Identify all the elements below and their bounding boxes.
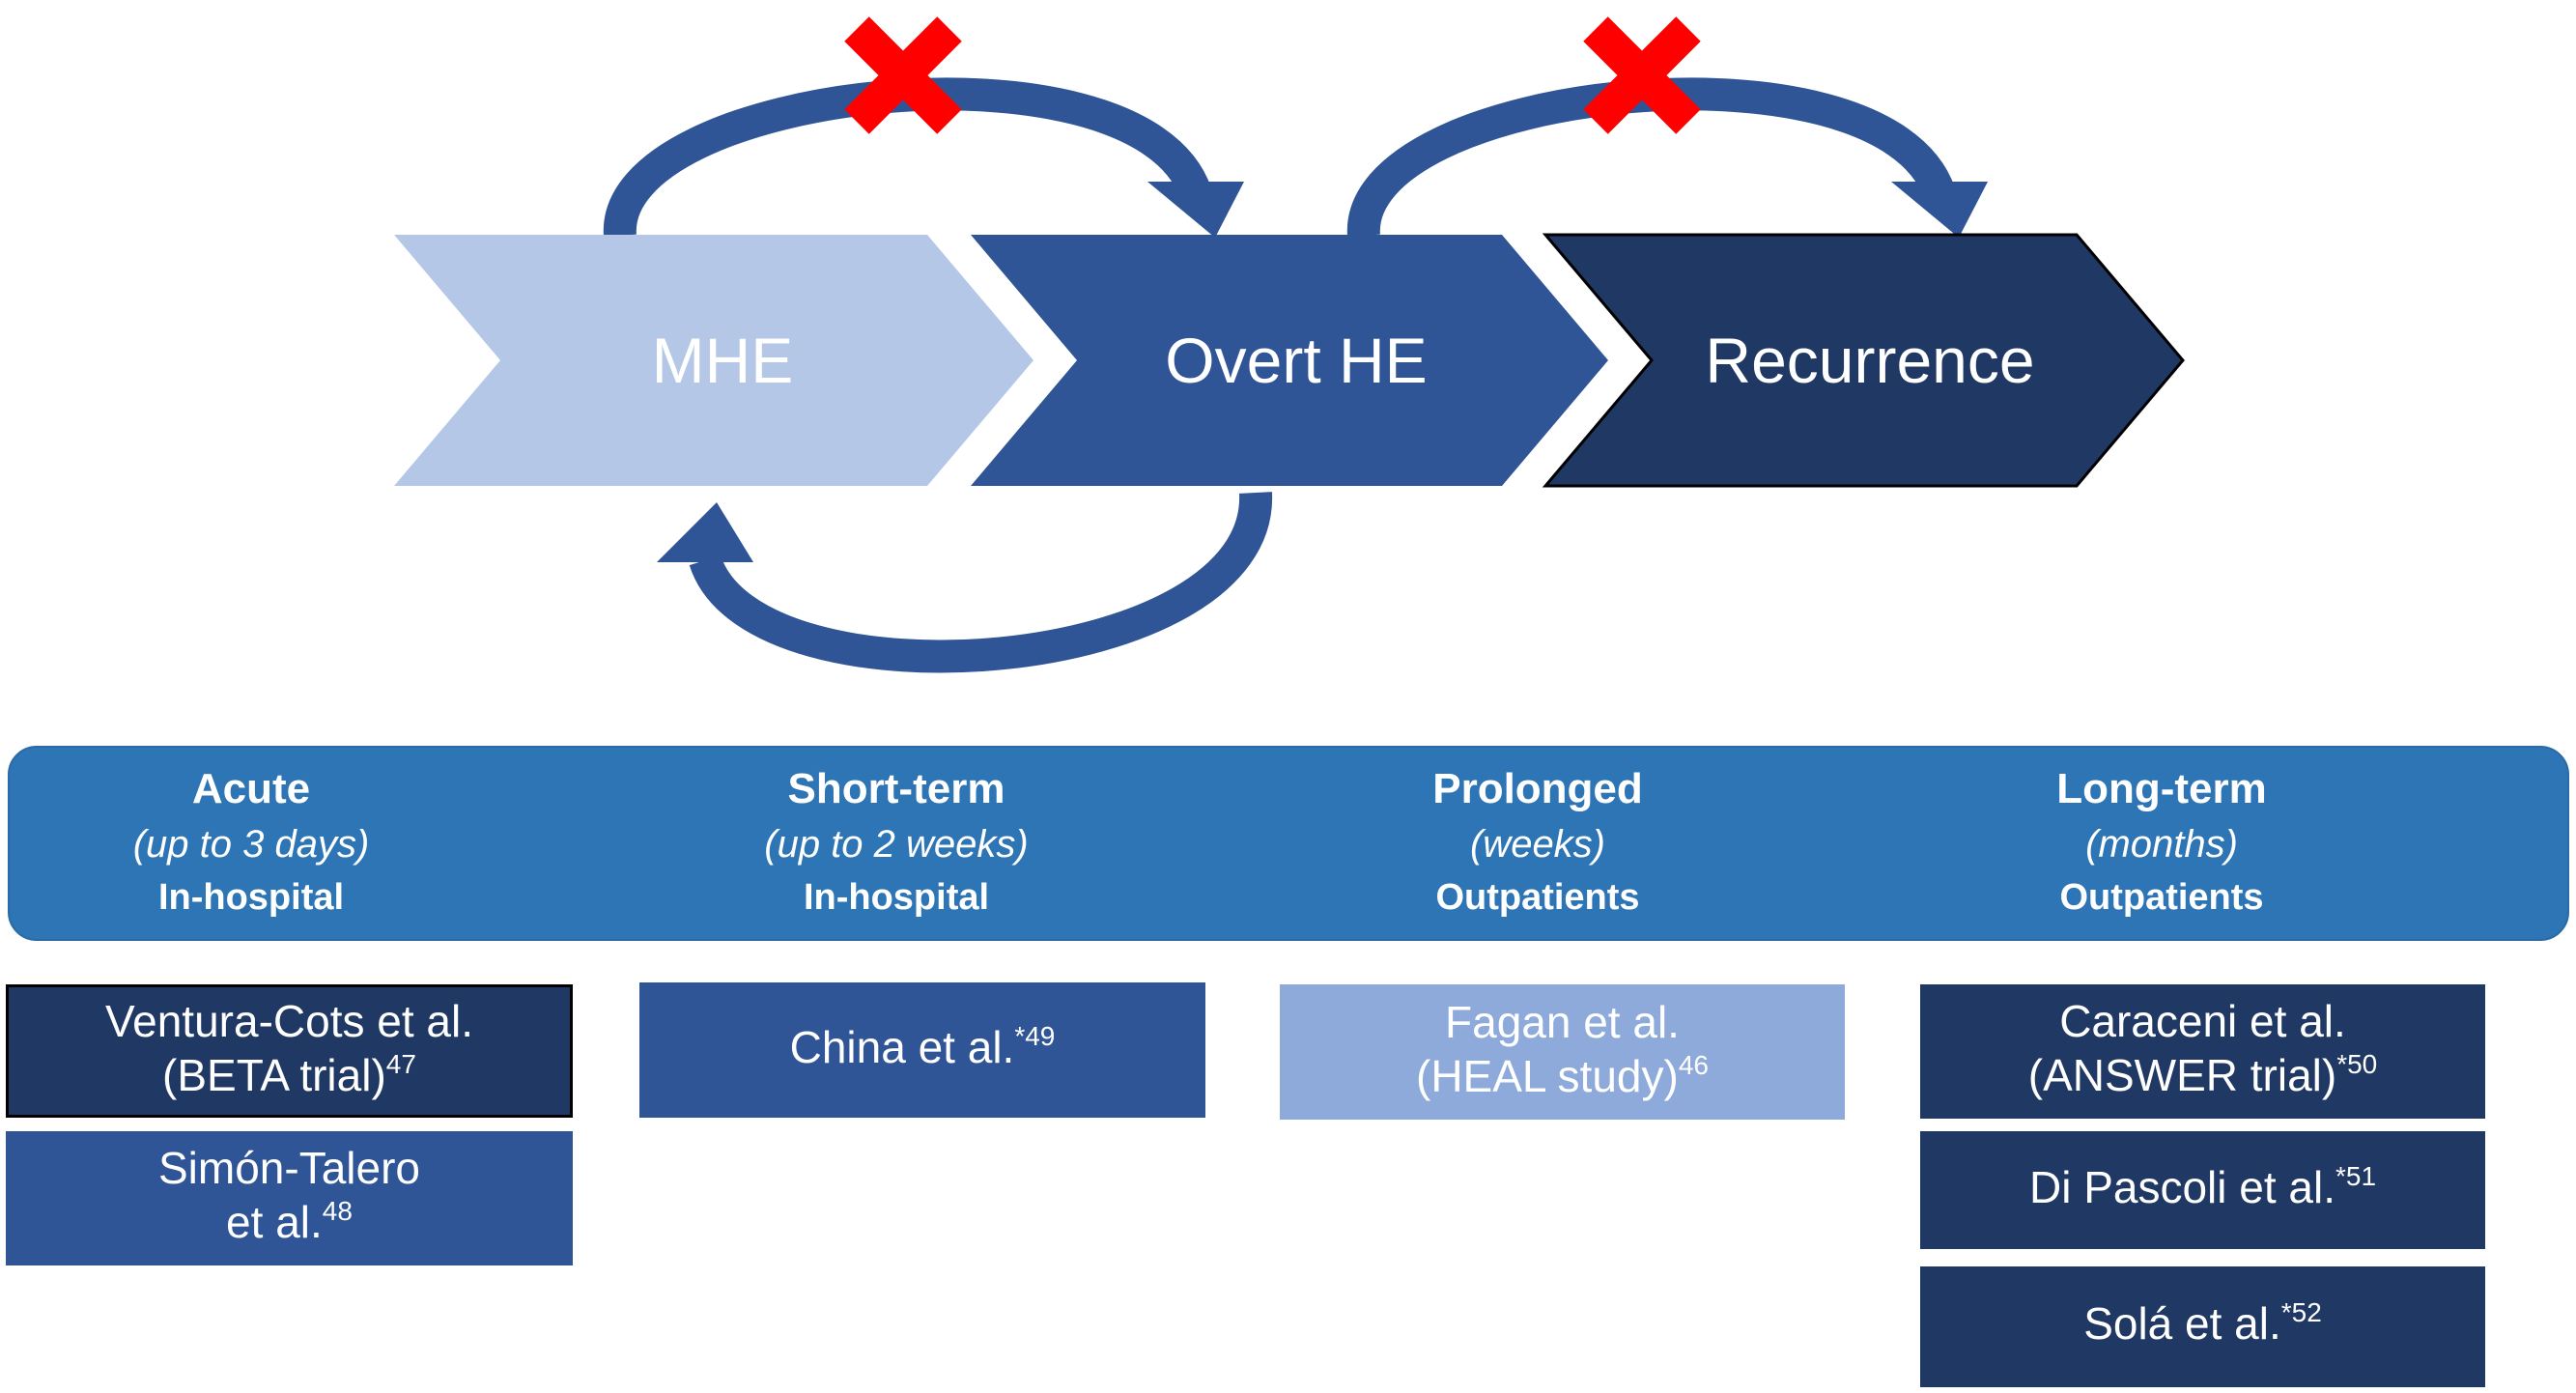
stage-label-mhe: MHE: [652, 325, 794, 396]
red-x-icon: [1583, 16, 1701, 134]
phase-setting: In-hospital: [803, 877, 990, 918]
study-authors: Fagan et al.: [1445, 996, 1680, 1047]
study-authors: Solá et al.: [2083, 1298, 2281, 1349]
study-box-ventura-cots: Ventura-Cots et al. (BETA trial)47: [6, 984, 573, 1118]
phase-title: Prolonged: [1432, 765, 1643, 812]
study-box-fagan: Fagan et al. (HEAL study)46: [1280, 984, 1845, 1120]
study-box-di-pascoli: Di Pascoli et al.*51: [1920, 1131, 2485, 1249]
study-authors: Simón-Talero: [158, 1143, 420, 1193]
phase-title: Acute: [191, 765, 311, 812]
study-trial: (BETA trial): [162, 1049, 386, 1100]
phase-duration: (up to 2 weeks): [764, 823, 1029, 866]
phase-title: Short-term: [787, 765, 1005, 812]
study-authors: Caraceni et al.: [2059, 996, 2346, 1046]
study-box-china: China et al.*49: [639, 982, 1205, 1118]
study-authors-cont: et al.: [226, 1197, 323, 1247]
phase-prolonged: Prolonged (weeks) Outpatients: [1287, 761, 1789, 924]
chevron-recurrence: [1542, 233, 2185, 488]
study-trial: (HEAL study): [1416, 1050, 1679, 1101]
study-reference: *50: [2336, 1049, 2378, 1079]
study-box-sola: Solá et al.*52: [1920, 1266, 2485, 1387]
phase-short-term: Short-term (up to 2 weeks) In-hospital: [645, 761, 1147, 924]
phase-setting: Outpatients: [2059, 877, 2264, 918]
study-reference: *49: [1014, 1020, 1056, 1051]
study-box-caraceni: Caraceni et al. (ANSWER trial)*50: [1920, 984, 2485, 1119]
study-trial: (ANSWER trial): [2027, 1050, 2337, 1100]
phase-setting: In-hospital: [157, 877, 345, 918]
phase-band: [8, 746, 2569, 941]
chevron-mhe: [394, 235, 1033, 486]
red-x-icon: [844, 16, 962, 134]
study-reference: 47: [385, 1048, 416, 1079]
study-box-simon-talero: Simón-Talero et al.48: [6, 1131, 573, 1265]
phase-title: Long-term: [2056, 765, 2267, 812]
stage-label-overt-he: Overt HE: [1165, 325, 1427, 396]
study-reference: 46: [1678, 1049, 1709, 1080]
study-reference: 48: [322, 1196, 353, 1226]
arrow-overt-to-mhe: [657, 492, 1273, 673]
phase-long-term: Long-term (months) Outpatients: [1911, 761, 2413, 924]
study-authors: Ventura-Cots et al.: [105, 995, 473, 1046]
study-reference: *51: [2335, 1160, 2377, 1191]
phase-duration: (up to 3 days): [132, 823, 370, 866]
study-authors: Di Pascoli et al.: [2028, 1161, 2335, 1212]
phase-duration: (months): [2085, 823, 2238, 866]
phase-setting: Outpatients: [1435, 877, 1640, 918]
chevron-overt-he: [971, 235, 1608, 486]
stage-label-recurrence: Recurrence: [1705, 325, 2034, 396]
phase-duration: (weeks): [1469, 823, 1606, 866]
phase-acute: Acute (up to 3 days) In-hospital: [0, 761, 502, 924]
study-reference: *52: [2280, 1297, 2322, 1327]
study-authors: China et al.: [789, 1021, 1015, 1072]
